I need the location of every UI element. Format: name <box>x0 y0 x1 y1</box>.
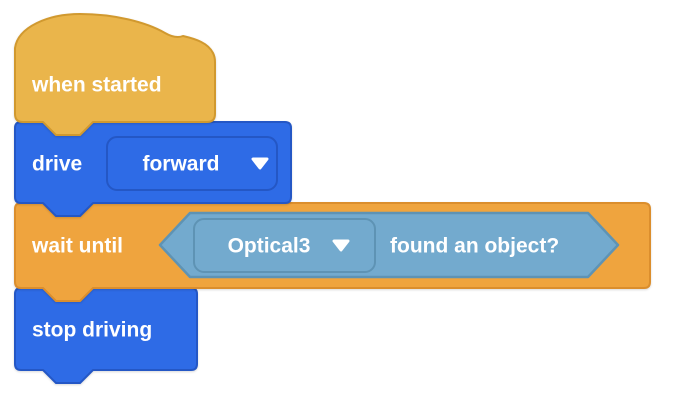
when-started-label: when started <box>31 74 162 97</box>
condition-hexagon-shape[interactable] <box>158 211 620 279</box>
found-an-object-label: found an object? <box>390 235 559 258</box>
condition-found-object[interactable]: Optical3 found an object? <box>158 211 620 279</box>
optical-sensor-dropdown-value: Optical3 <box>228 235 311 258</box>
optical-sensor-dropdown[interactable]: Optical3 <box>193 218 376 273</box>
optical-sensor-dropdown-frame[interactable] <box>193 218 376 273</box>
block-stop-driving[interactable]: stop driving <box>14 287 198 384</box>
block-when-started[interactable]: when started <box>14 13 216 136</box>
dropdown-arrow-icon <box>332 239 350 252</box>
drive-direction-dropdown[interactable]: forward <box>106 136 278 191</box>
wait-until-label: wait until <box>31 235 123 258</box>
block-wait-until[interactable]: wait until Optical3 found an object? <box>14 202 651 302</box>
drive-label: drive <box>32 153 82 176</box>
drive-direction-dropdown-frame[interactable] <box>106 136 278 191</box>
stop-driving-label: stop driving <box>32 319 152 342</box>
dropdown-arrow-icon <box>251 157 269 170</box>
when-started-block-shape[interactable] <box>14 13 216 136</box>
drive-direction-dropdown-value: forward <box>142 153 219 176</box>
block-drive[interactable]: drive forward <box>14 121 292 217</box>
